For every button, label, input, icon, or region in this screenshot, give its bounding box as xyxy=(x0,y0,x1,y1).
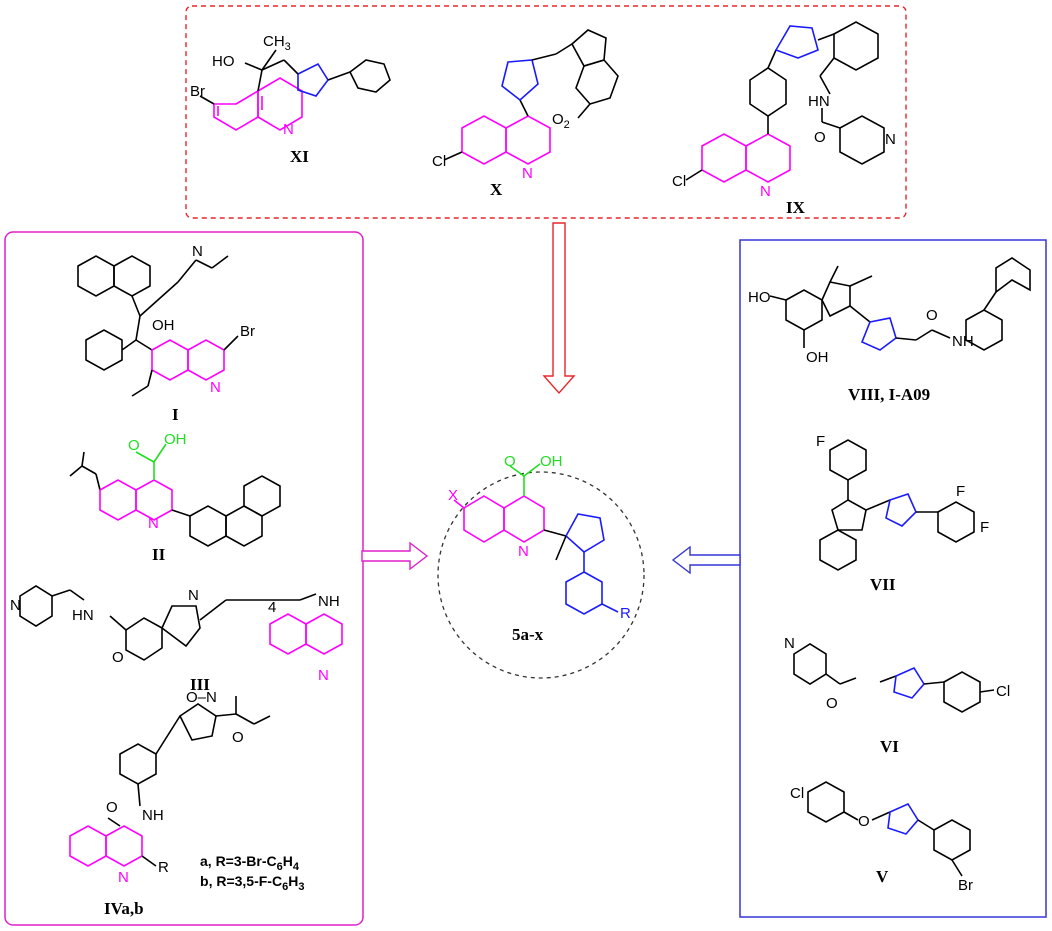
viii-o: O xyxy=(926,307,938,324)
center-target-circle xyxy=(437,471,645,679)
iii-quinoline-n: N xyxy=(318,667,329,684)
compound-label-V: V xyxy=(876,867,889,886)
iv-nh: NH xyxy=(142,807,164,824)
compound-XI: Br HO CH3 N XI xyxy=(190,33,391,166)
xi-ch3: CH3 xyxy=(263,33,291,53)
center-quinoline-n: N xyxy=(518,543,529,560)
right-panel-border xyxy=(739,239,1047,918)
compound-V: Cl O Br V xyxy=(790,781,973,894)
i-quinoline-n: N xyxy=(210,379,221,396)
arrow-right-left xyxy=(671,545,741,575)
center-x: X xyxy=(448,487,458,504)
arrow-top-down xyxy=(542,222,576,395)
top-panel-border xyxy=(185,5,907,219)
center-r: R xyxy=(620,605,631,622)
iii-chain-count: 4 xyxy=(268,599,276,616)
iii-pyridine-n: N xyxy=(10,597,21,614)
compound-label-VII: VII xyxy=(870,575,896,594)
vii-f3: F xyxy=(980,519,989,536)
i-oh: OH xyxy=(152,317,175,334)
compound-VII: F F F VII xyxy=(816,433,989,594)
center-o: O xyxy=(504,453,516,470)
iv-r: R xyxy=(158,859,169,876)
x-no2: O2 xyxy=(552,111,570,131)
compound-label-VIII: VIII, I-A09 xyxy=(848,385,930,404)
iii-o: O xyxy=(112,649,124,666)
iv-o: O xyxy=(232,729,244,746)
compound-label-II: II xyxy=(152,545,166,564)
compound-X: Cl N O2 X xyxy=(432,29,619,199)
xi-br: Br xyxy=(190,83,205,100)
ii-quinoline-n: N xyxy=(148,515,159,532)
left-panel-border xyxy=(4,231,364,926)
x-quinoline-n: N xyxy=(522,165,533,182)
compound-label-III: III xyxy=(190,675,210,694)
i-br: Br xyxy=(240,323,255,340)
vii-f1: F xyxy=(816,433,825,450)
ix-cl: Cl xyxy=(672,173,686,190)
ix-o: O xyxy=(814,129,826,146)
ix-quinoline-n: N xyxy=(760,183,771,200)
iv-quinoline-n: N xyxy=(118,869,129,886)
arrow-left-right xyxy=(361,541,429,571)
iii-nh: NH xyxy=(318,593,340,610)
v-cl: Cl xyxy=(790,785,804,802)
i-nme2: N xyxy=(192,243,203,260)
iii-imide-n: N xyxy=(188,587,199,604)
compound-label-IX: IX xyxy=(786,198,806,217)
x-cl: Cl xyxy=(432,153,446,170)
compound-II: O OH N II xyxy=(69,431,281,564)
compound-VI: N O Cl VI xyxy=(784,635,1010,756)
vi-cl: Cl xyxy=(996,683,1010,700)
compound-III: N HN O N 4 NH N III xyxy=(10,585,343,694)
compound-IX: Cl N HN O N IX xyxy=(672,21,896,217)
compound-label-X: X xyxy=(490,180,503,199)
ii-oh: OH xyxy=(164,431,187,448)
ix-hn: HN xyxy=(808,93,830,110)
ii-o: O xyxy=(128,437,140,454)
xi-quinoline-n: N xyxy=(283,121,294,138)
compound-label-IVa-b: IVa,b xyxy=(104,899,144,918)
iv-carbonyl-o: O xyxy=(106,799,118,816)
v-o: O xyxy=(858,813,870,830)
v-br: Br xyxy=(958,877,973,894)
viii-oh: OH xyxy=(806,349,829,366)
compound-I: OH Br N N I xyxy=(77,243,255,424)
compound-VIII: HO OH NH O VIII, I-A09 xyxy=(748,257,1031,404)
compound-IVa-b: O–N O NH O N R a, R=3-Br-C6H4 b, R=3,5-F… xyxy=(69,689,304,918)
compound-label-5a-x: 5a-x xyxy=(512,625,544,644)
ix-pyridine-n: N xyxy=(885,131,896,148)
center-oh: OH xyxy=(540,453,563,470)
viii-nh: NH xyxy=(952,333,974,350)
xi-ho: HO xyxy=(212,53,235,70)
iii-hn: HN xyxy=(72,607,94,624)
viii-ho: HO xyxy=(748,289,771,306)
compound-label-I: I xyxy=(172,405,179,424)
compound-5a-x: X O OH N R 5a-x xyxy=(448,453,631,644)
substituent-a: a, R=3-Br-C6H4 xyxy=(200,853,300,873)
compound-label-XI: XI xyxy=(290,147,309,166)
vii-f2: F xyxy=(956,483,965,500)
substituent-b: b, R=3,5-F-C6H3 xyxy=(200,873,304,893)
vi-o: O xyxy=(826,695,838,712)
compound-label-VI: VI xyxy=(880,737,899,756)
iv-isoxazole-on: O–N xyxy=(186,689,217,706)
vi-pyridine-n: N xyxy=(784,635,795,652)
